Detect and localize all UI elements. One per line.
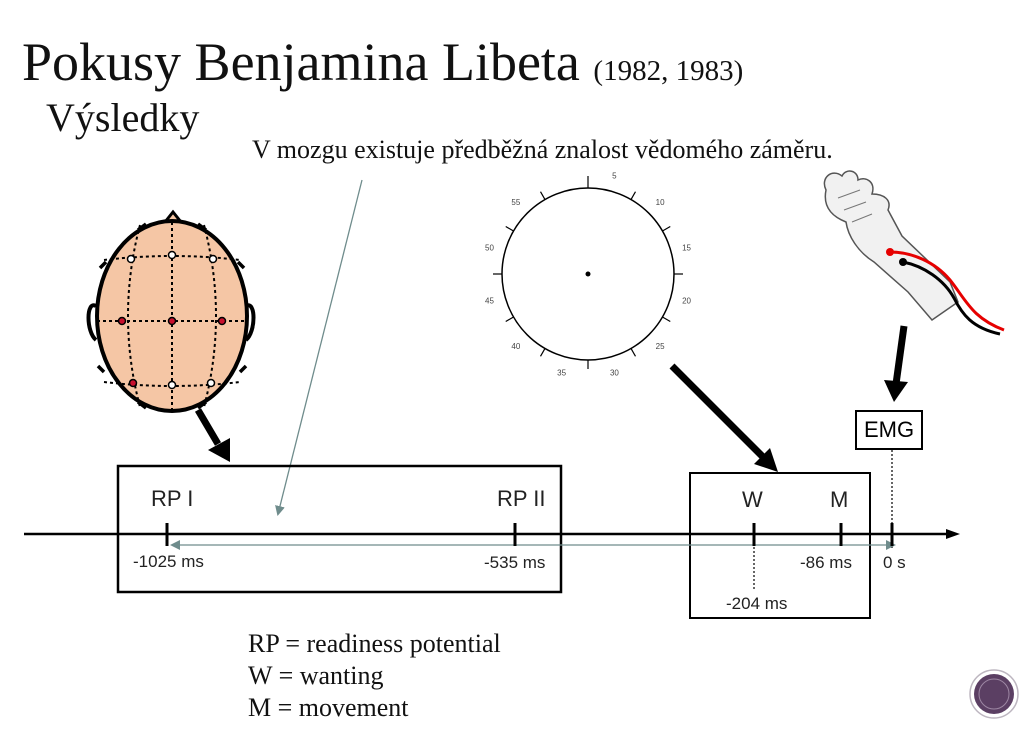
clock-tick	[662, 225, 671, 232]
clock-number: 45	[485, 296, 494, 305]
m-label: M	[830, 487, 849, 512]
rp-box	[116, 464, 563, 594]
clock-tick	[505, 225, 514, 232]
clock-number: 15	[682, 244, 691, 253]
rp2-label: RP II	[497, 486, 546, 511]
clock-number: 5	[612, 171, 617, 180]
w-time: -204 ms	[726, 594, 788, 613]
logo-icon	[969, 669, 1019, 719]
main-statement: V mozgu existuje předběžná znalost vědom…	[252, 135, 833, 164]
emg-box: EMG	[855, 410, 923, 450]
arrow-head-to-rp	[194, 408, 230, 462]
eeg-head-icon	[86, 209, 256, 413]
clock-number: 25	[656, 342, 665, 351]
clock-tick	[662, 316, 671, 323]
libet-clock: 5 10 15 20 25 30 35 40 45 50 55	[485, 171, 691, 377]
clock-number: 20	[682, 296, 691, 305]
clock-tick	[539, 348, 546, 357]
statement-pointer-arrow	[275, 179, 363, 516]
clock-tick	[505, 316, 514, 323]
m-time: -86 ms	[800, 553, 852, 572]
clock-number: 50	[485, 244, 494, 253]
clock-number: 30	[610, 369, 619, 378]
clock-numbers: 5 10 15 20 25 30 35 40 45 50 55	[485, 171, 691, 377]
clock-tick	[539, 191, 546, 200]
clock-number: 35	[557, 369, 566, 378]
legend: RP = readiness potential W = wanting M =…	[248, 628, 501, 724]
emg-label: EMG	[863, 417, 915, 442]
timeline-axis-arrowhead	[946, 529, 960, 539]
clock-number: 40	[511, 342, 520, 351]
rp1-time: -1025 ms	[133, 552, 204, 571]
slide-title: Pokusy Benjamina Libeta (1982, 1983)	[22, 32, 744, 92]
legend-w: W = wanting	[248, 661, 384, 690]
zero-time: 0 s	[883, 553, 906, 572]
clock-number: 55	[511, 198, 520, 207]
clock-number: 10	[656, 198, 665, 207]
legend-rp: RP = readiness potential	[248, 629, 501, 658]
clock-tick	[630, 191, 637, 200]
w-label: W	[742, 487, 763, 512]
clock-tick	[630, 348, 637, 357]
arrow-clock-to-w	[669, 363, 778, 472]
timeline-ticks	[165, 523, 894, 546]
rp2-time: -535 ms	[484, 553, 546, 572]
legend-m: M = movement	[248, 693, 409, 722]
rp1-label: RP I	[151, 486, 194, 511]
slide-subtitle: Výsledky	[46, 95, 200, 140]
clock-ticks	[493, 176, 683, 369]
clock-center-dot	[585, 271, 591, 277]
title-years: (1982, 1983)	[593, 55, 744, 87]
hand-emg-icon	[823, 170, 1005, 336]
arrow-hand-to-emg	[884, 325, 908, 402]
